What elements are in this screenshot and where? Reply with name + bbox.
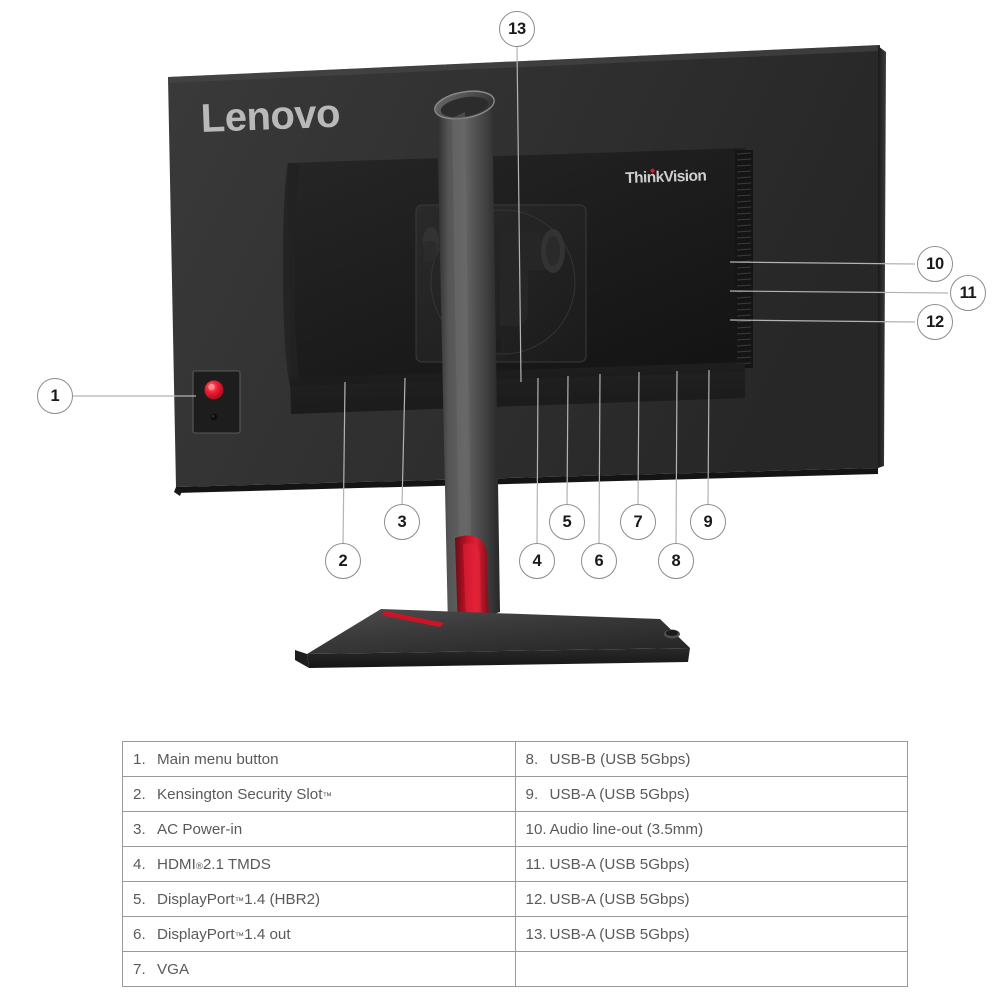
table-row: 3. AC Power-in 10. Audio line-out (3.5mm… (122, 811, 908, 847)
callout-leader-lines (73, 46, 949, 546)
legend-label: USB-A (USB 5Gbps) (549, 890, 690, 908)
legend-cell-right-8: 8. USB-B (USB 5Gbps) (514, 741, 908, 777)
legend-label: DisplayPort (157, 890, 235, 908)
table-row: 7. VGA (122, 951, 908, 987)
legend-label: HDMI (157, 855, 196, 873)
legend-cell-right-10: 10. Audio line-out (3.5mm) (514, 811, 908, 847)
callout-badge-13[interactable]: 13 (499, 11, 535, 47)
callout-badge-5[interactable]: 5 (549, 504, 585, 540)
legend-index: 7. (133, 960, 146, 978)
legend-label: USB-B (USB 5Gbps) (549, 750, 691, 768)
svg-text:ThinkVision: ThinkVision (625, 167, 707, 187)
monitor-stand-base (295, 609, 690, 668)
io-port-strip (290, 362, 745, 414)
callout-badge-2[interactable]: 2 (325, 543, 361, 579)
legend-index: 12. (525, 890, 547, 908)
legend-index: 13. (525, 925, 547, 943)
legend-index: 6. (133, 925, 146, 943)
port-legend-table: 1. Main menu button 8. USB-B (USB 5Gbps)… (122, 741, 908, 987)
legend-index: 5. (133, 890, 146, 908)
legend-cell-left-4: 4. HDMI® 2.1 TMDS (122, 846, 516, 882)
legend-label: USB-A (USB 5Gbps) (549, 785, 690, 803)
legend-label-tail: 1.4 out (244, 925, 291, 943)
lenovo-logo: Lenovo (200, 92, 341, 141)
callout-badge-4[interactable]: 4 (519, 543, 555, 579)
legend-index: 10. (525, 820, 547, 838)
svg-text:Lenovo: Lenovo (200, 92, 341, 141)
monitor-product-illustration: Lenovo (73, 45, 949, 668)
legend-label: USB-A (USB 5Gbps) (549, 855, 690, 873)
legend-cell-right-13: 13. USB-A (USB 5Gbps) (514, 916, 908, 952)
legend-cell-left-7: 7. VGA (122, 951, 516, 987)
legend-cell-right-11: 11. USB-A (USB 5Gbps) (514, 846, 908, 882)
legend-label: VGA (157, 960, 190, 978)
callout-badge-7[interactable]: 7 (620, 504, 656, 540)
legend-index: 3. (133, 820, 146, 838)
callout-badge-10[interactable]: 10 (917, 246, 953, 282)
thinkvision-logo: ThinkVision (625, 167, 707, 187)
legend-cell-left-3: 3. AC Power-in (122, 811, 516, 847)
legend-cell-right-12: 12. USB-A (USB 5Gbps) (514, 881, 908, 917)
legend-label: Audio line-out (3.5mm) (549, 820, 704, 838)
legend-index: 2. (133, 785, 146, 803)
callout-badge-8[interactable]: 8 (658, 543, 694, 579)
vent-fins (735, 150, 753, 368)
table-row: 4. HDMI® 2.1 TMDS 11. USB-A (USB 5Gbps) (122, 846, 908, 882)
legend-index: 4. (133, 855, 146, 873)
legend-label: DisplayPort (157, 925, 235, 943)
legend-index: 9. (525, 785, 539, 803)
legend-cell-right-empty (514, 951, 908, 987)
legend-cell-right-9: 9. USB-A (USB 5Gbps) (514, 776, 908, 812)
legend-label: Main menu button (157, 750, 279, 768)
callout-badge-9[interactable]: 9 (690, 504, 726, 540)
legend-label-tail: 2.1 TMDS (202, 855, 271, 873)
legend-label: USB-A (USB 5Gbps) (549, 925, 690, 943)
callout-badge-12[interactable]: 12 (917, 304, 953, 340)
legend-index: 8. (525, 750, 539, 768)
callout-badge-1[interactable]: 1 (37, 378, 73, 414)
callout-badge-3[interactable]: 3 (384, 504, 420, 540)
table-row: 1. Main menu button 8. USB-B (USB 5Gbps) (122, 741, 908, 777)
legend-label: Kensington Security Slot (157, 785, 323, 803)
power-button-recess (192, 370, 241, 434)
legend-index: 11. (525, 855, 546, 873)
legend-label: AC Power-in (157, 820, 243, 838)
legend-label-tail: 1.4 (HBR2) (244, 890, 321, 908)
legend-index: 1. (133, 750, 146, 768)
callout-badge-11[interactable]: 11 (950, 275, 986, 311)
legend-cell-left-1: 1. Main menu button (122, 741, 516, 777)
callout-badge-6[interactable]: 6 (581, 543, 617, 579)
